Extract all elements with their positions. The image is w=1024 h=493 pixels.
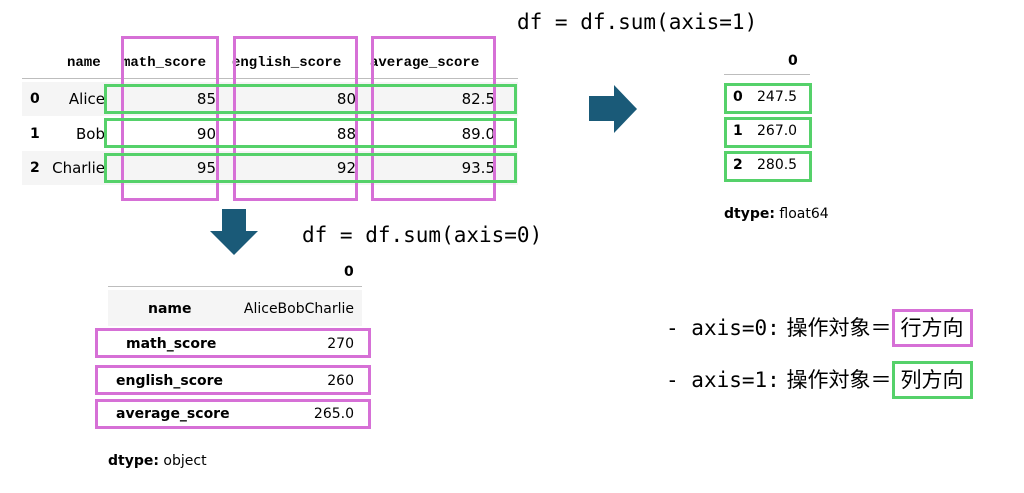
- cell-english-score: 92: [336, 159, 356, 177]
- dtype-line: dtype: object: [108, 453, 207, 469]
- cell-name: Alice: [68, 90, 105, 108]
- series-value: 247.5: [757, 89, 798, 105]
- legend-code: axis=0:: [691, 316, 780, 340]
- series-column-header: 0: [344, 264, 354, 280]
- series-index: english_score: [116, 373, 224, 389]
- arrow-right-icon: [589, 85, 637, 133]
- header-name: name: [67, 55, 101, 71]
- header-math-score: math_score: [122, 55, 207, 71]
- row-highlight-1: [104, 118, 517, 148]
- series-index: 0: [733, 89, 743, 105]
- series-index: 2: [733, 157, 743, 173]
- cell-average-score: 89.0: [461, 125, 495, 143]
- legend-boxed-column-direction: 列方向: [891, 361, 973, 399]
- cell-english-score: 88: [336, 125, 356, 143]
- cell-math-score: 90: [196, 125, 216, 143]
- series-value: 265.0: [313, 406, 354, 422]
- series-index: average_score: [116, 406, 230, 422]
- dtype-value: object: [163, 453, 207, 469]
- header-divider: [22, 78, 518, 79]
- dtype-line: dtype: float64: [724, 206, 829, 222]
- result-row-box: [724, 151, 812, 182]
- result-row-box: [95, 328, 371, 358]
- row-index: 0: [30, 91, 40, 107]
- series-index: name: [148, 301, 192, 317]
- code-sum-axis0: df = df.sum(axis=0): [302, 223, 543, 247]
- series-value: 270: [327, 336, 354, 352]
- header-average-score: average_score: [370, 55, 480, 71]
- series-header-divider: [108, 286, 362, 287]
- code-sum-axis1: df = df.sum(axis=1): [517, 10, 758, 34]
- series-value: AliceBobCharlie: [243, 301, 354, 317]
- cell-math-score: 85: [196, 90, 216, 108]
- legend-code: axis=1:: [691, 368, 780, 392]
- row-index: 2: [30, 160, 40, 176]
- row-highlight-2: [104, 153, 517, 183]
- series-index: math_score: [126, 336, 217, 352]
- cell-name: Charlie: [52, 159, 105, 177]
- cell-english-score: 80: [336, 90, 356, 108]
- arrow-down-icon: [210, 209, 258, 255]
- cell-math-score: 95: [196, 159, 216, 177]
- legend-text: 操作対象＝: [779, 316, 892, 340]
- series-value: 280.5: [757, 157, 798, 173]
- dtype-label: dtype:: [724, 206, 775, 222]
- cell-average-score: 93.5: [461, 159, 495, 177]
- result-row-box: [95, 365, 371, 395]
- row-index: 1: [30, 126, 40, 142]
- result-row-box: [724, 117, 812, 148]
- dtype-label: dtype:: [108, 453, 159, 469]
- legend-prefix: -: [666, 316, 692, 340]
- series-index: 1: [733, 123, 743, 139]
- cell-average-score: 82.5: [461, 90, 495, 108]
- series-header-divider: [724, 74, 810, 75]
- header-english-score: english_score: [232, 55, 342, 71]
- row-highlight-0: [104, 84, 517, 114]
- series-column-header: 0: [788, 53, 798, 69]
- legend-axis0: - axis=0: 操作対象＝行方向: [666, 309, 973, 347]
- result-row-box: [95, 399, 371, 429]
- legend-text: 操作対象＝: [779, 368, 892, 392]
- series-value: 267.0: [757, 123, 798, 139]
- series-value: 260: [327, 373, 354, 389]
- cell-name: Bob: [76, 125, 105, 143]
- legend-boxed-row-direction: 行方向: [891, 309, 973, 347]
- legend-axis1: - axis=1: 操作対象＝列方向: [666, 361, 973, 399]
- result-row-box: [724, 83, 812, 114]
- legend-prefix: -: [666, 368, 692, 392]
- series-row: [108, 290, 362, 326]
- dtype-value: float64: [779, 206, 829, 222]
